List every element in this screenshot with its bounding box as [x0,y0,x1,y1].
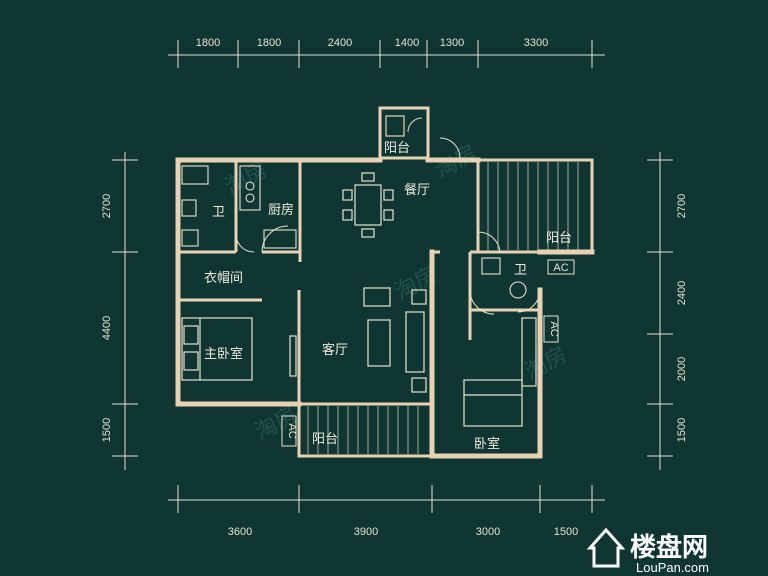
room-label-kitchen: 厨房 [268,202,294,218]
dim-bottom-2: 3900 [354,526,378,538]
brand-logo: 楼盘网 LouPan.com [586,527,709,575]
dimension-line-top [168,40,605,68]
living-furniture [289,287,427,393]
dim-left-2: 4400 [101,316,113,340]
dim-top-3: 2400 [328,37,352,49]
ac-label: AC [553,262,568,274]
room-label-dining: 餐厅 [404,182,430,198]
dim-left-3: 1500 [101,418,113,442]
room-label-bedroom: 卧室 [474,436,500,452]
room-label-balcony-right: 阳台 [546,231,572,246]
room-label-cloakroom: 衣帽间 [204,270,243,286]
room-label-balcony-top: 阳台 [384,141,410,156]
dim-bottom-1: 3600 [228,526,252,538]
dimension-line-bottom [168,485,605,513]
ac-label: AC [286,423,298,438]
dimension-line-right [647,152,673,470]
dim-top-6: 3300 [524,37,548,49]
room-label-master-bedroom: 主卧室 [204,346,243,362]
dim-top-1: 1800 [196,37,220,49]
second-bed [463,317,537,427]
master-bed [181,317,253,381]
dim-right-1: 2700 [676,194,688,218]
ghost-watermark: 淘房 [521,343,572,386]
ghost-watermark: 淘房 [221,158,272,201]
ac-units [281,259,575,447]
room-label-balcony-bottom: 阳台 [312,432,338,447]
dim-top-5: 1300 [440,37,464,49]
dim-right-4: 1500 [676,418,688,442]
dim-left-1: 2700 [101,194,113,218]
ac-label: AC [548,321,560,336]
balcony-bottom-hatch [297,402,434,458]
room-label-bath-right: 卫 [514,263,527,278]
dim-bottom-3: 3000 [476,526,500,538]
dim-right-3: 2000 [676,357,688,381]
room-label-living: 客厅 [322,342,348,358]
room-label-bath-left: 卫 [212,205,225,220]
house-logo-icon [586,527,626,568]
dim-bottom-4: 1500 [554,526,578,538]
balcony-right-hatch [476,158,594,254]
dim-top-2: 1800 [257,37,281,49]
brand-name: 楼盘网 [630,532,708,563]
door-swings [235,137,541,315]
brand-url: LouPan.com [636,560,709,575]
dim-top-4: 1400 [395,37,419,49]
dimension-line-left [112,152,138,470]
balcony-top [378,106,430,160]
fixtures [181,165,527,299]
dim-right-2: 2400 [676,281,688,305]
dining-table [342,172,394,238]
